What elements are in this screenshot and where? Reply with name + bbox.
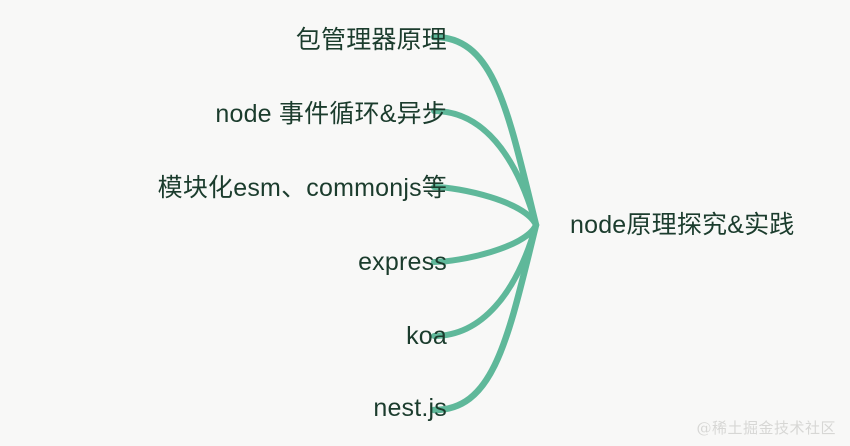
mindmap-edge: [431, 222, 539, 265]
branch-label-text: nest.js: [373, 394, 447, 422]
branch-label[interactable]: koa: [406, 324, 447, 349]
branch-label-text: express: [358, 248, 447, 276]
branch-label[interactable]: 模块化esm、commonjs等: [158, 176, 447, 201]
mindmap-edge: [431, 184, 539, 228]
mindmap-edge: [430, 221, 540, 414]
mindmap-edge: [431, 108, 539, 228]
branch-label[interactable]: node 事件循环&异步: [215, 102, 447, 127]
watermark: @稀土掘金技术社区: [696, 419, 836, 437]
branch-label-text: 包管理器原理: [295, 26, 447, 54]
branch-label[interactable]: nest.js: [373, 396, 447, 421]
branch-label-text: koa: [406, 322, 447, 350]
root-node-label[interactable]: node原理探究&实践: [570, 211, 795, 239]
branch-label-text: 模块化esm、commonjs等: [157, 174, 447, 202]
branch-label[interactable]: 包管理器原理: [296, 28, 447, 53]
mindmap-edge: [430, 33, 540, 229]
branch-label[interactable]: express: [358, 250, 447, 275]
branch-label-text: node 事件循环&异步: [215, 100, 447, 128]
